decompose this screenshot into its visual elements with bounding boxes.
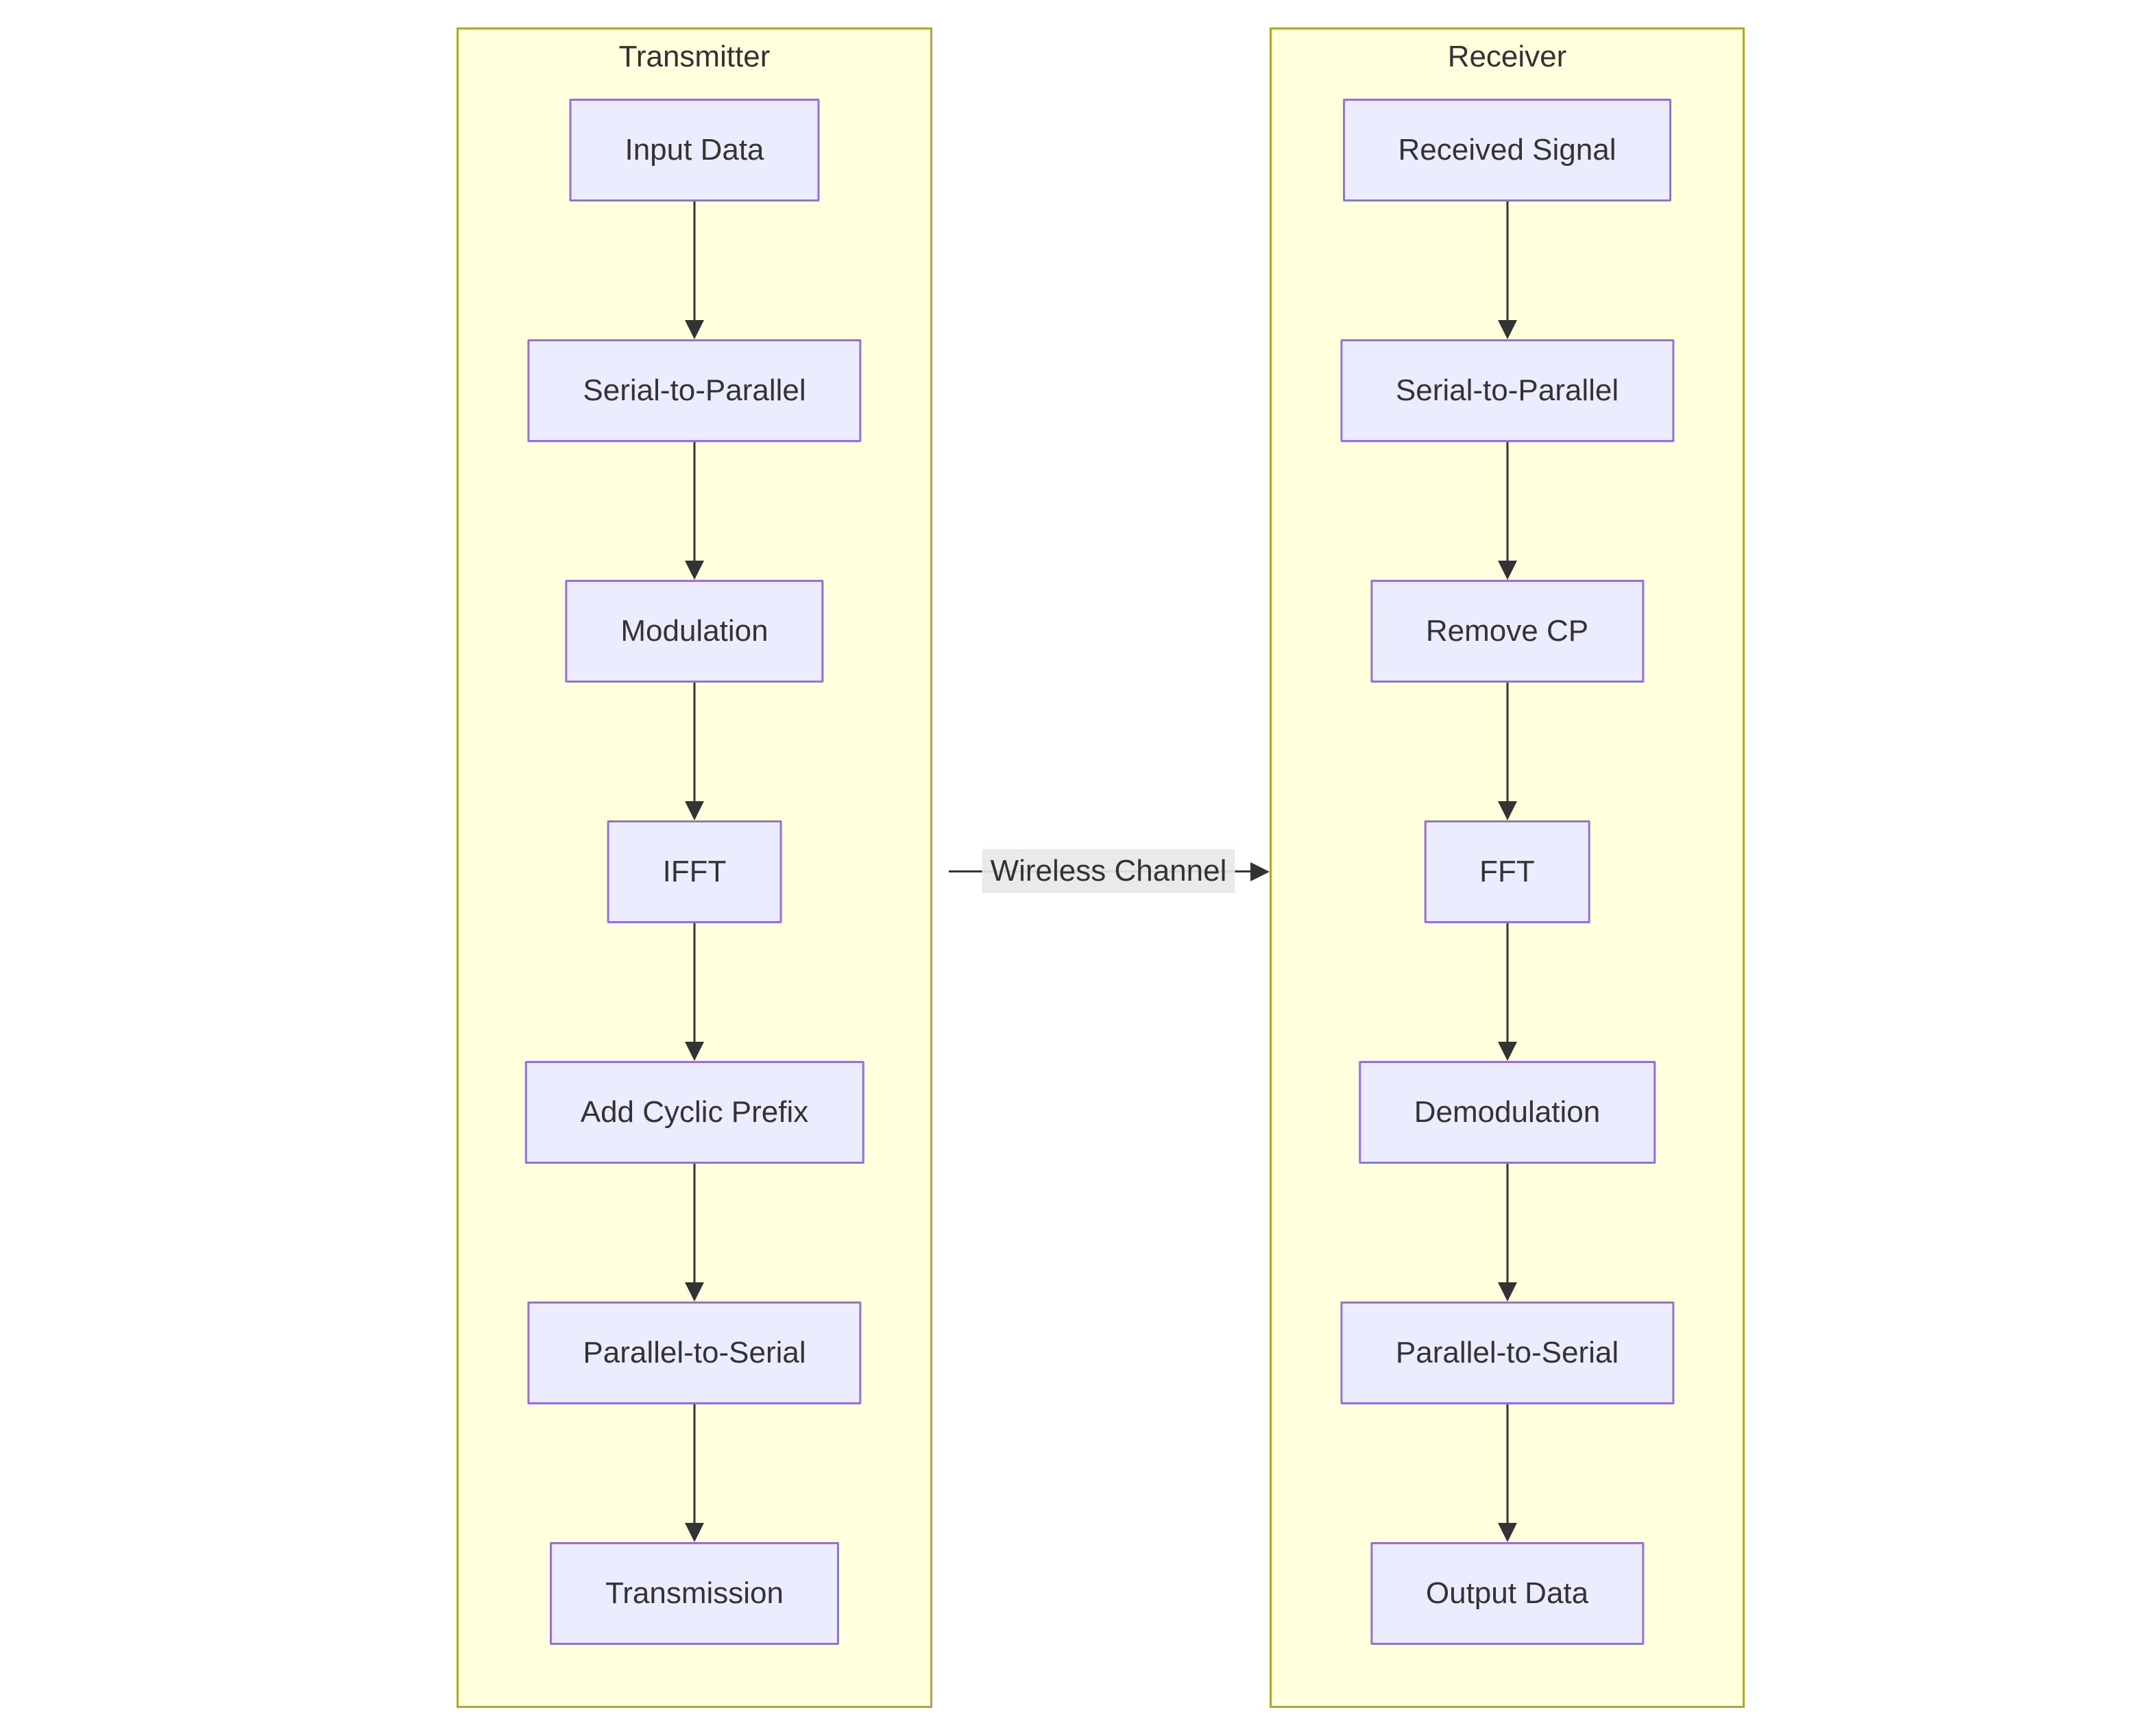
arrowhead-down-icon bbox=[685, 561, 704, 580]
node-parallel-to-serial-rx: Parallel-to-Serial bbox=[1340, 1302, 1675, 1404]
arrowhead-down-icon bbox=[1497, 561, 1517, 580]
arrow-shaft bbox=[693, 683, 696, 803]
arrow-shaft bbox=[693, 923, 696, 1044]
node-fft: FFT bbox=[1424, 820, 1590, 923]
flow-arrow bbox=[685, 1164, 704, 1302]
arrow-shaft bbox=[1506, 201, 1508, 322]
wireless-channel-label: Wireless Channel bbox=[982, 849, 1235, 893]
node-transmission: Transmission bbox=[550, 1542, 839, 1645]
arrow-shaft bbox=[1506, 1404, 1508, 1525]
receiver-title: Receiver bbox=[1447, 40, 1567, 73]
arrowhead-down-icon bbox=[1497, 1042, 1517, 1061]
flow-arrow bbox=[685, 1404, 704, 1542]
arrowhead-down-icon bbox=[1497, 1282, 1517, 1302]
flow-arrow bbox=[685, 442, 704, 580]
arrowhead-down-icon bbox=[685, 1042, 704, 1061]
arrow-shaft bbox=[693, 201, 696, 322]
arrow-shaft bbox=[1506, 923, 1508, 1044]
arrowhead-down-icon bbox=[685, 1523, 704, 1542]
node-parallel-to-serial-tx: Parallel-to-Serial bbox=[527, 1302, 862, 1404]
node-input-data: Input Data bbox=[569, 99, 820, 201]
transmitter-title: Transmitter bbox=[618, 40, 771, 73]
receiver-subgraph: Receiver Received Signal Serial-to-Paral… bbox=[1270, 27, 1745, 1708]
flow-arrow bbox=[685, 201, 704, 339]
arrowhead-right-icon bbox=[1250, 862, 1270, 881]
arrowhead-down-icon bbox=[1497, 1523, 1517, 1542]
node-demodulation: Demodulation bbox=[1358, 1061, 1656, 1164]
flow-arrow bbox=[1497, 201, 1517, 339]
flow-arrow bbox=[1497, 923, 1517, 1061]
arrow-shaft bbox=[1506, 683, 1508, 803]
flow-arrow bbox=[1497, 1164, 1517, 1302]
node-serial-to-parallel-rx: Serial-to-Parallel bbox=[1340, 339, 1675, 442]
node-serial-to-parallel-tx: Serial-to-Parallel bbox=[527, 339, 862, 442]
node-ifft: IFFT bbox=[607, 820, 782, 923]
arrow-shaft bbox=[693, 1164, 696, 1284]
flow-arrow bbox=[685, 683, 704, 820]
arrowhead-down-icon bbox=[685, 1282, 704, 1302]
arrow-shaft bbox=[1506, 442, 1508, 563]
flow-arrow bbox=[1497, 1404, 1517, 1542]
node-add-cyclic-prefix: Add Cyclic Prefix bbox=[524, 1061, 864, 1164]
arrow-shaft bbox=[1506, 1164, 1508, 1284]
node-modulation: Modulation bbox=[565, 580, 824, 683]
arrow-shaft bbox=[693, 442, 696, 563]
node-received-signal: Received Signal bbox=[1342, 99, 1672, 201]
flow-arrow bbox=[1497, 683, 1517, 820]
node-output-data: Output Data bbox=[1370, 1542, 1645, 1645]
arrowhead-down-icon bbox=[685, 320, 704, 339]
node-remove-cp: Remove CP bbox=[1370, 580, 1645, 683]
flow-arrow bbox=[1497, 442, 1517, 580]
flow-arrow bbox=[685, 923, 704, 1061]
arrowhead-down-icon bbox=[685, 801, 704, 820]
arrowhead-down-icon bbox=[1497, 320, 1517, 339]
arrow-shaft bbox=[693, 1404, 696, 1525]
transmitter-subgraph: Transmitter Input Data Serial-to-Paralle… bbox=[457, 27, 932, 1708]
arrowhead-down-icon bbox=[1497, 801, 1517, 820]
